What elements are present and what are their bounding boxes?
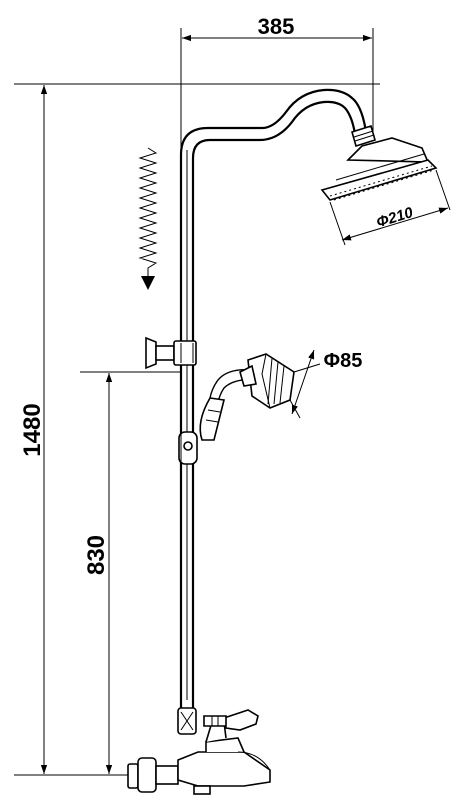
sliding-holder xyxy=(178,431,198,465)
dimension-total-height: 1480 xyxy=(14,83,380,776)
dimension-label-1480: 1480 xyxy=(19,403,46,456)
riser-pipe xyxy=(179,88,368,712)
dimension-label-830: 830 xyxy=(83,535,110,575)
hand-shower: Φ85 xyxy=(199,349,363,441)
hand-shower-diameter-label: Φ85 xyxy=(324,350,363,372)
dimension-label-385: 385 xyxy=(258,14,295,39)
head-shower-diameter-label: Φ210 xyxy=(374,204,415,231)
dimension-mixer-height: 830 xyxy=(80,371,182,774)
sliding-direction-arrow-icon xyxy=(138,147,158,290)
head-shower: Φ210 xyxy=(320,124,451,246)
wall-bracket-upper xyxy=(145,336,197,370)
mixer-faucet xyxy=(127,709,271,795)
lower-coupling xyxy=(177,707,197,735)
